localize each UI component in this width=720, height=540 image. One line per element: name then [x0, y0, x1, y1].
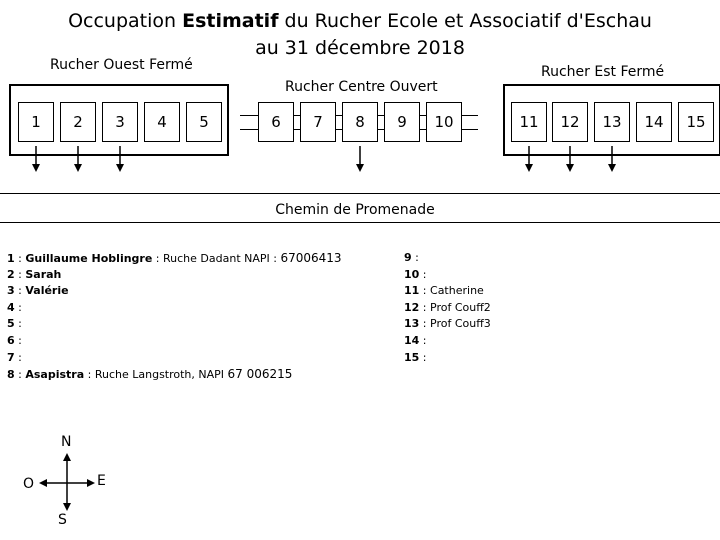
legend-separator: :	[14, 252, 26, 265]
group-label-ouest: Rucher Ouest Fermé	[50, 57, 193, 73]
hive-entrance-arrow-icon	[525, 146, 533, 172]
compass-rose-icon	[39, 453, 95, 511]
legend-entry: 8 : Asapistra : Ruche Langstroth, NAPI 6…	[7, 366, 342, 383]
hive-box: 11	[511, 102, 547, 142]
title-prefix: Occupation	[68, 10, 183, 32]
legend-separator: :	[419, 284, 431, 298]
legend-separator: :	[14, 284, 26, 298]
legend-number: 10	[404, 267, 420, 281]
path-border-top	[0, 193, 720, 194]
hive-box: 14	[636, 102, 672, 142]
legend-separator: :	[419, 267, 427, 281]
legend-detail: : Ruche Dadant NAPI :	[152, 252, 281, 265]
legend-separator: :	[14, 300, 22, 314]
legend-separator: :	[419, 300, 431, 314]
path-label: Chemin de Promenade	[275, 202, 435, 218]
legend-napi: 67006413	[280, 251, 342, 265]
hive-box: 4	[144, 102, 180, 142]
legend-number: 15	[404, 350, 420, 364]
legend-number: 14	[404, 333, 420, 347]
legend-entry: 14 :	[404, 333, 491, 350]
hive-box: 12	[552, 102, 588, 142]
legend-right-column: 9 : 10 : 11 : Catherine 12 : Prof Couff2…	[404, 250, 491, 366]
legend-separator: :	[14, 368, 26, 382]
legend-entry: 15 :	[404, 350, 491, 367]
group-label-est: Rucher Est Fermé	[541, 64, 665, 80]
legend-entry: 3 : Valérie	[7, 283, 342, 300]
legend-left-column: 1 : Guillaume Hoblingre : Ruche Dadant N…	[7, 250, 342, 383]
hive-box: 7	[300, 102, 336, 142]
legend-owner: Catherine	[430, 284, 484, 298]
title-bold-word: Estimatif	[182, 10, 279, 32]
hive-box: 1	[18, 102, 54, 142]
legend-napi: 67 006215	[227, 367, 293, 382]
hive-entrance-arrow-icon	[608, 146, 616, 172]
legend-owner: Valérie	[25, 284, 69, 298]
diagram-title-line1: Occupation Estimatif du Rucher Ecole et …	[0, 9, 720, 33]
legend-entry: 11 : Catherine	[404, 283, 491, 300]
hive-box: 15	[678, 102, 714, 142]
legend-separator: :	[14, 333, 22, 347]
legend-owner: Prof Couff3	[430, 317, 491, 331]
compass-south-label: S	[58, 512, 67, 528]
legend-number: 8	[7, 368, 15, 382]
legend-separator: :	[419, 317, 431, 331]
legend-entry: 6 :	[7, 333, 342, 350]
hive-box: 6	[258, 102, 294, 142]
hive-box: 5	[186, 102, 222, 142]
title-suffix: du Rucher Ecole et Associatif d'Eschau	[278, 10, 652, 32]
compass-west-label: O	[23, 476, 35, 492]
legend-number: 6	[7, 333, 15, 347]
legend-separator: :	[419, 350, 427, 364]
legend-number: 13	[404, 317, 420, 331]
hive-entrance-arrow-icon	[566, 146, 574, 172]
legend-separator: :	[14, 350, 22, 364]
legend-detail: : Ruche Langstroth, NAPI	[84, 368, 228, 382]
legend-number: 7	[7, 350, 15, 364]
legend-owner: Asapistra	[25, 368, 85, 382]
legend-number: 9	[404, 251, 412, 264]
hive-entrance-arrow-icon	[32, 146, 40, 172]
compass-east-label: E	[97, 473, 106, 489]
legend-owner: Guillaume Hoblingre	[25, 252, 153, 265]
legend-separator: :	[14, 317, 22, 331]
legend-separator: :	[419, 333, 427, 347]
hive-entrance-arrow-icon	[116, 146, 124, 172]
path-border-bottom	[0, 222, 720, 223]
legend-number: 11	[404, 284, 420, 298]
legend-entry: 5 :	[7, 316, 342, 333]
hive-box: 8	[342, 102, 378, 142]
hive-entrance-arrow-icon	[74, 146, 82, 172]
legend-number: 4	[7, 300, 15, 314]
legend-entry: 12 : Prof Couff2	[404, 300, 491, 317]
legend-separator: :	[411, 251, 419, 264]
hive-entrance-arrow-icon	[356, 146, 364, 172]
legend-entry: 4 :	[7, 300, 342, 317]
hive-box: 9	[384, 102, 420, 142]
legend-number: 5	[7, 317, 15, 331]
rucher-ouest-enclosure	[9, 84, 229, 156]
group-label-centre: Rucher Centre Ouvert	[285, 79, 438, 95]
legend-entry: 1 : Guillaume Hoblingre : Ruche Dadant N…	[7, 250, 342, 267]
legend-number: 1	[7, 252, 15, 265]
legend-owner: Prof Couff2	[430, 300, 491, 314]
legend-number: 12	[404, 300, 420, 314]
legend-number: 2	[7, 267, 15, 281]
hive-box: 3	[102, 102, 138, 142]
legend-owner: Sarah	[25, 267, 62, 281]
legend-entry: 9 :	[404, 250, 491, 267]
legend-entry: 2 : Sarah	[7, 267, 342, 284]
hive-box: 13	[594, 102, 630, 142]
legend-entry: 7 :	[7, 350, 342, 367]
legend-separator: :	[14, 267, 26, 281]
legend-entry: 10 :	[404, 267, 491, 284]
diagram-title-line2: au 31 décembre 2018	[255, 37, 465, 59]
hive-box: 10	[426, 102, 462, 142]
legend-number: 3	[7, 284, 15, 298]
hive-box: 2	[60, 102, 96, 142]
legend-entry: 13 : Prof Couff3	[404, 316, 491, 333]
compass-north-label: N	[61, 434, 72, 450]
